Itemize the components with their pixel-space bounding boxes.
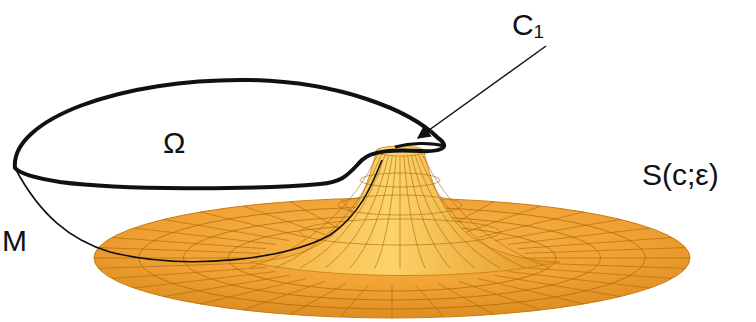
grid-ring xyxy=(338,195,462,215)
grid-spoke xyxy=(459,206,541,235)
grid-spoke xyxy=(134,272,276,289)
grid-meridian xyxy=(400,154,401,268)
peak-grid xyxy=(250,154,550,268)
grid-spoke xyxy=(200,279,305,304)
grid-spoke xyxy=(508,272,650,289)
grid-spoke xyxy=(164,219,290,240)
grid-meridian xyxy=(250,154,378,268)
grid-spoke xyxy=(478,212,583,237)
grid-meridian xyxy=(407,154,450,268)
grid-meridian xyxy=(325,154,389,268)
grid-spoke xyxy=(478,279,583,304)
leader-arrow xyxy=(418,46,546,138)
grid-spoke xyxy=(243,206,325,235)
grid-ring xyxy=(300,219,500,245)
grid-spoke xyxy=(99,248,260,254)
grid-spoke xyxy=(290,202,346,233)
grid-spoke xyxy=(495,275,621,296)
curve-label: C₁ xyxy=(512,10,544,40)
central-peak xyxy=(250,148,560,276)
grid-spoke xyxy=(518,267,672,278)
grid-spoke xyxy=(243,281,325,310)
grid-spoke xyxy=(164,275,290,296)
grid-spoke xyxy=(290,283,346,314)
surface-curve xyxy=(15,160,382,262)
grid-spoke xyxy=(495,219,621,240)
grid-meridian xyxy=(418,154,525,268)
grid-spoke xyxy=(392,285,393,318)
omega-loop xyxy=(15,80,444,188)
grid-spoke xyxy=(459,281,541,310)
grid-spoke xyxy=(340,285,368,317)
region-label: Ω xyxy=(163,128,185,158)
grid-spoke xyxy=(438,283,494,314)
grid-spoke xyxy=(134,228,276,245)
surface-label: M xyxy=(2,226,27,256)
grid-spoke xyxy=(415,285,443,317)
grid-spoke xyxy=(200,212,305,237)
grid-spoke xyxy=(112,237,266,248)
grid-meridian xyxy=(404,154,425,268)
grid-spoke xyxy=(112,267,266,278)
grid-spoke xyxy=(508,228,650,245)
surface-label: S(c;ε) xyxy=(642,160,719,190)
grid-spoke xyxy=(524,248,685,254)
grid-spoke xyxy=(526,258,690,259)
grid-meridian xyxy=(275,154,382,268)
grid-meridian xyxy=(422,154,550,268)
grid-meridian xyxy=(300,154,385,268)
curve-c1 xyxy=(395,143,445,147)
grid-meridian xyxy=(415,154,500,268)
grid-spoke xyxy=(99,263,260,269)
grid-spoke xyxy=(518,237,672,248)
grid-spoke xyxy=(94,258,258,259)
